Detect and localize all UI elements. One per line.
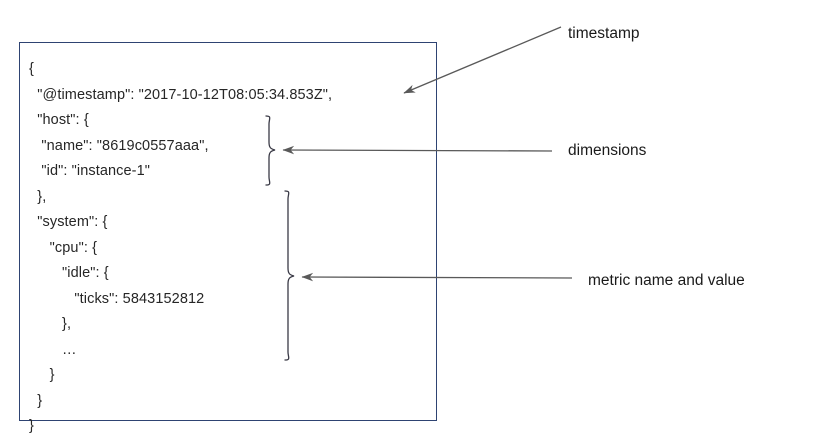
json-line-root-close: } (29, 418, 34, 434)
json-line-host-close: }, (29, 188, 47, 205)
json-line-idle-close: }, (29, 316, 72, 332)
json-line-cpu-close: } (29, 367, 55, 383)
json-line-host-id: "id": "instance-1" (29, 163, 151, 179)
json-code-block: { "@timestamp": "2017-10-12T08:05:34.853… (29, 57, 429, 437)
json-line-timestamp: "@timestamp": "2017-10-12T08:05:34.853Z"… (29, 86, 333, 103)
annotation-label-timestamp: timestamp (568, 25, 640, 42)
json-line: { (29, 61, 34, 77)
json-line-host-open: "host": { (29, 112, 89, 128)
json-line-ellipsis: … (29, 341, 77, 358)
json-line-system-open: "system": { (29, 214, 108, 230)
json-line-cpu-open: "cpu": { (29, 239, 98, 256)
json-line-host-name: "name": "8619c0557aaa", (29, 137, 209, 154)
annotation-label-metric: metric name and value (588, 272, 745, 289)
json-line-system-close: } (29, 392, 43, 409)
annotation-label-dimensions: dimensions (568, 142, 647, 159)
json-line-idle-open: "idle": { (29, 265, 109, 281)
json-line-ticks: "ticks": 5843152812 (29, 290, 205, 307)
json-document-box: { "@timestamp": "2017-10-12T08:05:34.853… (19, 42, 437, 434)
